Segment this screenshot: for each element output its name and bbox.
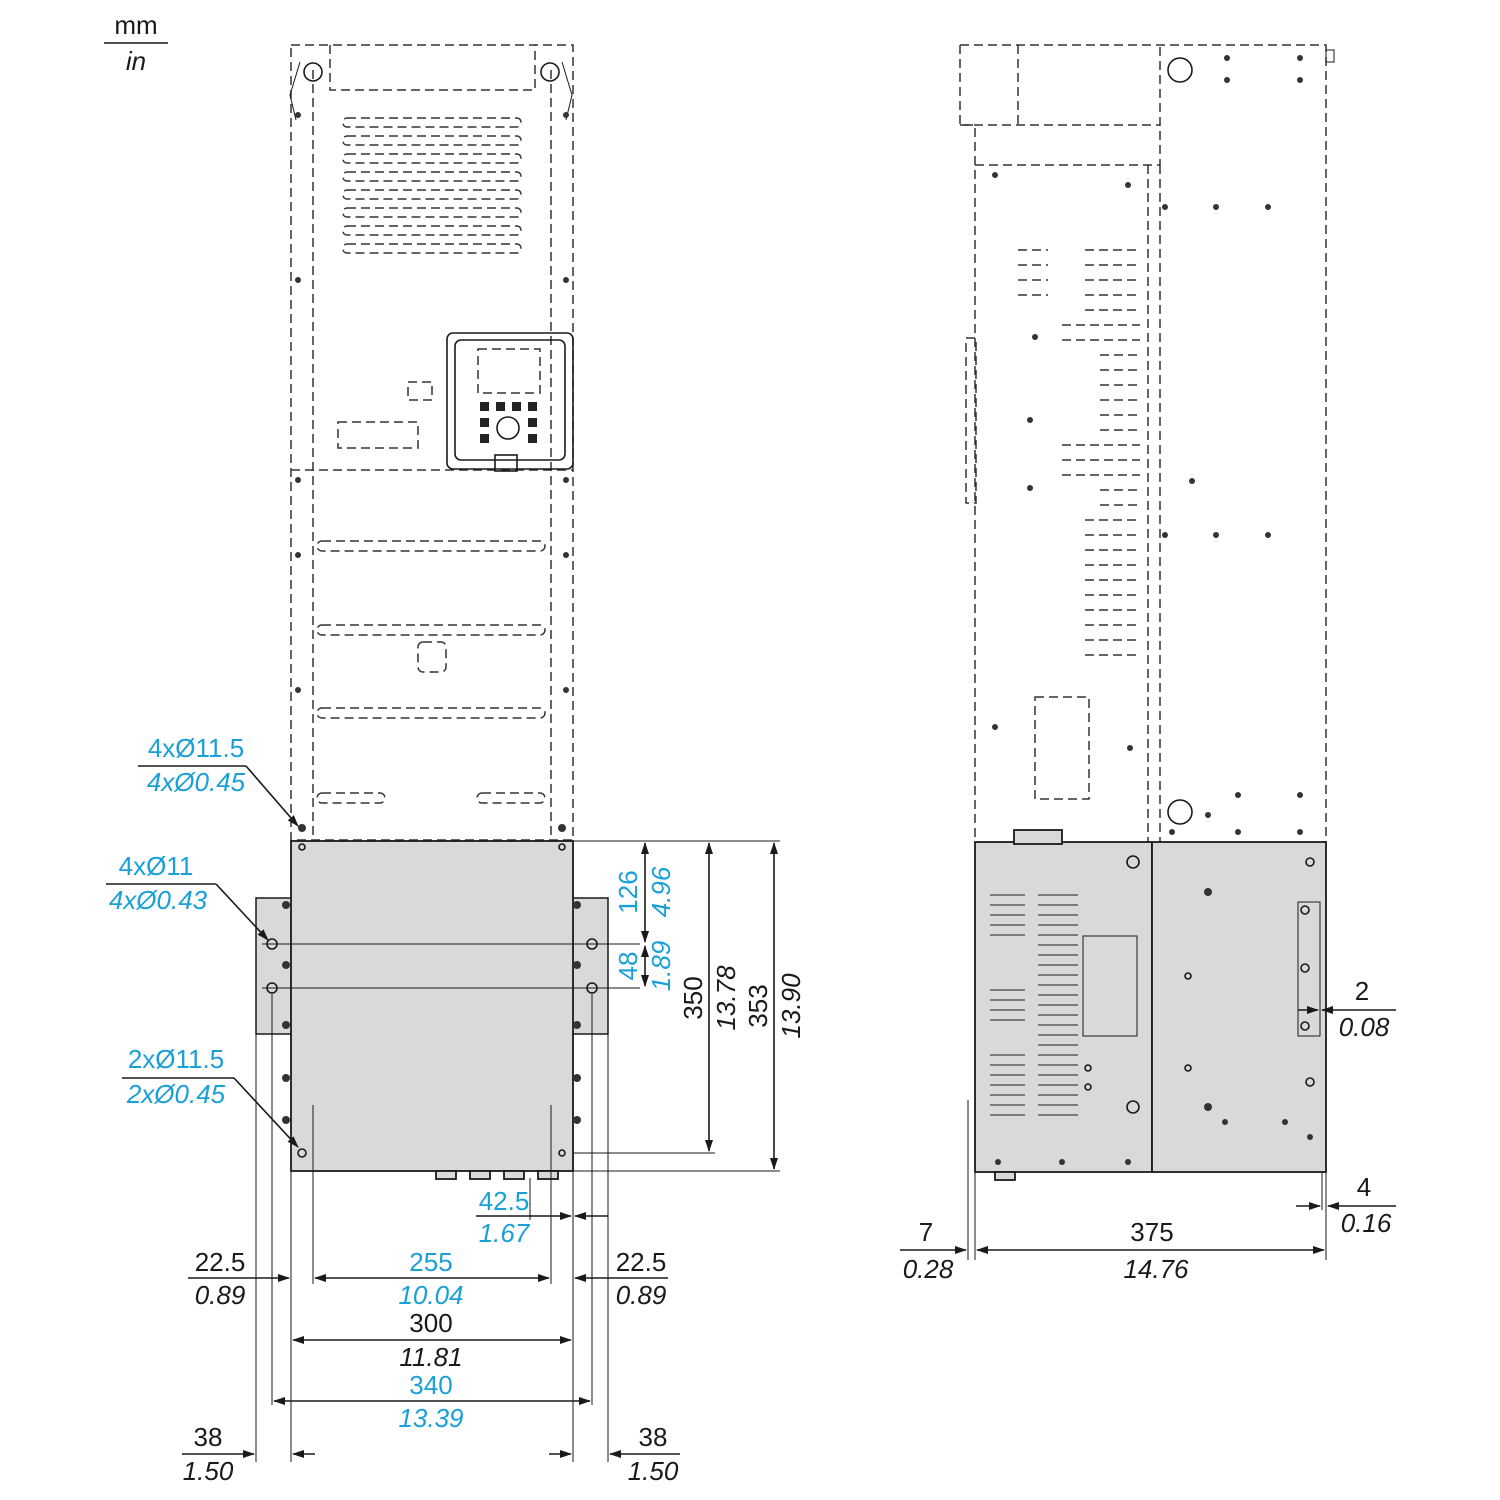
callout-4x11-in: 4xØ0.43 [109,885,208,915]
dim-48: 48 1.89 [613,941,676,992]
dim-340: 340 13.39 [273,1370,591,1433]
dim-353: 353 13.90 [743,973,806,1039]
unit-mm-label: mm [114,10,157,40]
dim-375-mm: 375 [1130,1217,1173,1247]
callout-2x11-5-mm: 2xØ11.5 [128,1044,224,1074]
dim-42-5-in: 1.67 [479,1218,531,1248]
front-dashed-enclosure [289,44,574,841]
dim-353-mm: 353 [743,984,773,1027]
dim-353-in: 13.90 [776,973,806,1039]
side-dashed-enclosure [959,44,1335,842]
dim-340-mm: 340 [409,1370,452,1400]
dim-300: 300 11.81 [292,1308,572,1372]
dim-row-255: 22.5 0.89 255 10.04 22.5 0.89 [188,1247,668,1310]
keypad-display [446,332,574,472]
dim-340-in: 13.39 [398,1403,463,1433]
callout-4x11-5-in: 4xØ0.45 [147,767,246,797]
dim-2: 2 0.08 [1298,976,1396,1042]
front-view: 126 4.96 48 1.89 350 13.78 353 13.90 4xØ… [106,44,806,1486]
unit-in-label: in [126,46,146,76]
side-body-left [974,841,1153,1173]
dim-4-mm: 4 [1357,1172,1371,1202]
side-body-right [1151,841,1327,1173]
dim-22-5-left-mm: 22.5 [195,1247,246,1277]
callout-4x11-5: 4xØ11.5 4xØ0.45 [138,733,299,827]
dim-48-mm: 48 [613,952,643,981]
dim-4-in: 0.16 [1341,1208,1392,1238]
dim-42-5: 42.5 1.67 [476,1186,608,1248]
dim-255-in: 10.04 [398,1280,463,1310]
side-vent-lines [990,894,1078,1116]
vent-slots [342,117,522,254]
mount-hole-icon [297,1148,307,1158]
side-view: 2 0.08 4 0.16 7 0.28 375 14.76 [900,44,1396,1284]
callout-2x11-5: 2xØ11.5 2xØ0.45 [122,1044,299,1148]
units-legend: mm in [104,10,168,76]
dim-48-in: 1.89 [646,941,676,992]
dim-38-right-in: 1.50 [628,1456,679,1486]
dim-42-5-mm: 42.5 [479,1186,530,1216]
callout-4x11-mm: 4xØ11 [119,851,194,881]
dim-350-mm: 350 [678,976,708,1019]
dim-126-in: 4.96 [646,866,676,917]
callout-2x11-5-in: 2xØ0.45 [126,1079,226,1109]
dim-255-mm: 255 [409,1247,452,1277]
callout-4x11-5-mm: 4xØ11.5 [148,733,244,763]
dim-22-5-left-in: 0.89 [195,1280,246,1310]
dim-22-5-right-in: 0.89 [616,1280,667,1310]
dim-2-in: 0.08 [1339,1012,1390,1042]
dim-300-in: 11.81 [399,1342,462,1372]
dim-38-left-mm: 38 [194,1422,223,1452]
front-body [290,840,574,1172]
dim-2-mm: 2 [1355,976,1369,1006]
dim-38-left-in: 1.50 [183,1456,234,1486]
dim-375-in: 14.76 [1123,1254,1189,1284]
dim-375: 375 14.76 [976,1217,1325,1284]
dim-38-right-mm: 38 [639,1422,668,1452]
dim-300-mm: 300 [409,1308,452,1338]
callout-4x11: 4xØ11 4xØ0.43 [106,851,269,941]
terminal-blocks [1018,249,1140,656]
dim-38-pair: 38 1.50 38 1.50 [182,1422,680,1486]
dim-7-in: 0.28 [903,1254,954,1284]
dim-22-5-right-mm: 22.5 [616,1247,667,1277]
dim-7-mm: 7 [919,1217,933,1247]
dim-7: 7 0.28 [900,1217,967,1284]
dim-4: 4 0.16 [1296,1172,1396,1238]
dim-350: 350 13.78 [678,965,741,1031]
dim-350-in: 13.78 [711,965,741,1031]
dim-126: 126 4.96 [613,866,676,917]
dim-126-mm: 126 [613,870,643,913]
